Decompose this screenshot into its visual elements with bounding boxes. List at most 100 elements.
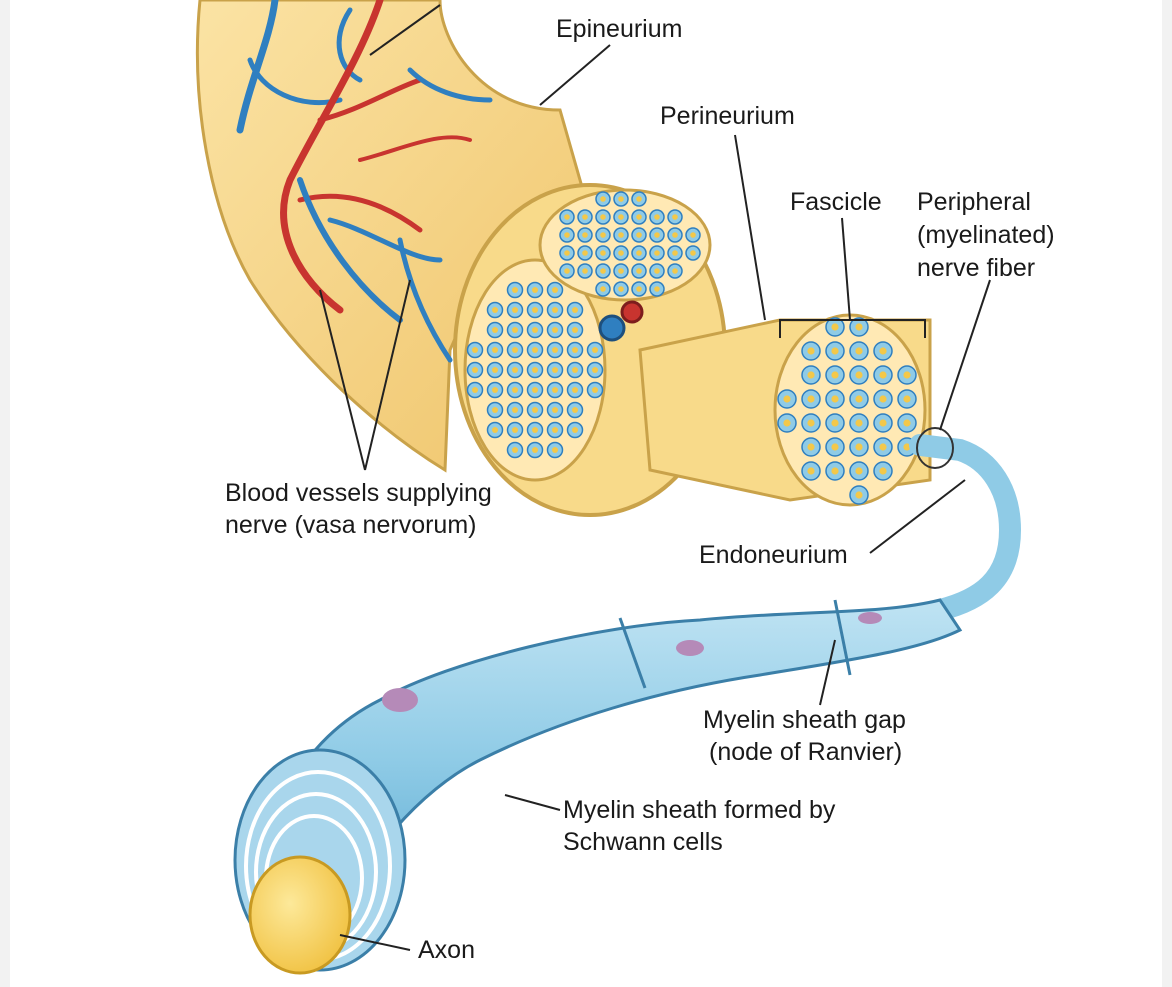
axon-dot [600, 250, 606, 256]
axon-dot [807, 443, 814, 450]
axon-dot [807, 395, 814, 402]
axon-dot [492, 407, 498, 413]
axon-dot [552, 367, 558, 373]
axon-dot [600, 268, 606, 274]
axon-dot [654, 268, 660, 274]
label-axon: Axon [418, 935, 475, 965]
label-perineurium: Perineurium [660, 101, 795, 131]
axon-dot [512, 387, 518, 393]
axon-dot [492, 347, 498, 353]
axon-dot [879, 395, 886, 402]
axon-dot [472, 387, 478, 393]
axon-dot [831, 395, 838, 402]
axon-dot [831, 467, 838, 474]
axon-dot [582, 232, 588, 238]
label-epineurium: Epineurium [556, 14, 682, 44]
axon-dot [636, 214, 642, 220]
axon-dot [564, 214, 570, 220]
axon-dot [592, 347, 598, 353]
axon-dot [492, 367, 498, 373]
axon-dot [903, 419, 910, 426]
axon-dot [600, 286, 606, 292]
axon-dot [512, 327, 518, 333]
axon-dot [879, 419, 886, 426]
axon-dot [672, 214, 678, 220]
axon-dot [654, 250, 660, 256]
axon-dot [572, 387, 578, 393]
axon-dot [552, 427, 558, 433]
axon-dot [831, 323, 838, 330]
axon-dot [532, 447, 538, 453]
axon-dot [831, 371, 838, 378]
axon-dot [636, 232, 642, 238]
axon-dot [492, 307, 498, 313]
axon-dot [552, 447, 558, 453]
axon-dot [492, 427, 498, 433]
axon-dot [572, 327, 578, 333]
axon-dot [572, 407, 578, 413]
axon-dot [564, 250, 570, 256]
axon-dot [672, 232, 678, 238]
axon-dot [512, 287, 518, 293]
axon-dot [672, 250, 678, 256]
label-blood-vessels-line1: Blood vessels supplying [225, 478, 492, 508]
axon-dot [618, 196, 624, 202]
label-node-line1: Myelin sheath gap [703, 705, 906, 735]
axon-dot [783, 419, 790, 426]
axon-dot [564, 268, 570, 274]
axon-dot [855, 347, 862, 354]
axon-dot [532, 387, 538, 393]
axon-dot [618, 268, 624, 274]
axon-dot [855, 467, 862, 474]
axon-dot [600, 196, 606, 202]
axon-dot [552, 307, 558, 313]
axon-dot [572, 367, 578, 373]
axon-dot [532, 427, 538, 433]
axon-dot [532, 347, 538, 353]
axon-dot [618, 232, 624, 238]
axon-dot [855, 395, 862, 402]
axon-dot [564, 232, 570, 238]
label-peripheral-line2: (myelinated) [917, 220, 1055, 250]
axon-dot [636, 196, 642, 202]
axon-dot [512, 447, 518, 453]
axon-dot [636, 250, 642, 256]
axon-dot [532, 327, 538, 333]
axon-dot [532, 407, 538, 413]
axon-dot [807, 419, 814, 426]
axon-dot [618, 214, 624, 220]
axon-dot [903, 371, 910, 378]
axon-dot [855, 443, 862, 450]
axon-dot [879, 467, 886, 474]
axon-dot [512, 367, 518, 373]
axon-dot [592, 387, 598, 393]
single-fiber [920, 445, 1010, 610]
axon-dot [512, 427, 518, 433]
axon-dot [552, 347, 558, 353]
axon-dot [903, 395, 910, 402]
axon-dot [636, 268, 642, 274]
label-node-line2: (node of Ranvier) [709, 737, 902, 767]
axon-dot [512, 307, 518, 313]
axon-dot [492, 327, 498, 333]
axon-dot [831, 347, 838, 354]
axon-dot [532, 287, 538, 293]
axon-dot [532, 307, 538, 313]
axon-dot [582, 250, 588, 256]
axon-dot [600, 232, 606, 238]
axon-dot [572, 307, 578, 313]
axon-dot [807, 347, 814, 354]
axon-dot [572, 427, 578, 433]
label-peripheral-line1: Peripheral [917, 187, 1031, 217]
axon-dot [512, 347, 518, 353]
axon-dot [807, 467, 814, 474]
axon-dot [582, 268, 588, 274]
label-fascicle: Fascicle [790, 187, 882, 217]
axon-dot [472, 347, 478, 353]
axon-dot [879, 443, 886, 450]
axon-dot [654, 214, 660, 220]
axon-dot [636, 286, 642, 292]
axon-dot [572, 347, 578, 353]
axon-dot [552, 287, 558, 293]
